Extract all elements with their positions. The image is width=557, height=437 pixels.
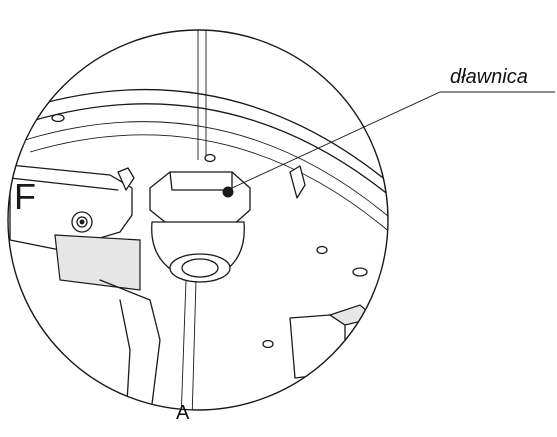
callout-label-gland: dławnica bbox=[450, 66, 528, 88]
screw-center bbox=[79, 219, 85, 225]
cable-line-left-bottom bbox=[180, 279, 187, 410]
plate-screw-5 bbox=[51, 113, 65, 123]
plate-screw-4 bbox=[352, 267, 368, 277]
bracket-tab bbox=[117, 167, 135, 191]
plate-screw-1 bbox=[204, 153, 216, 163]
detail-circle-contents bbox=[9, 30, 388, 410]
gland-hex-top-face bbox=[169, 171, 233, 191]
screw-inner-ring bbox=[76, 216, 88, 228]
detail-circle-outline bbox=[7, 29, 389, 411]
plate-screw-2 bbox=[316, 245, 328, 255]
ring-edge-inner bbox=[21, 103, 388, 223]
ring-edge-third bbox=[24, 121, 388, 241]
lower-housing-edge-inner bbox=[119, 299, 131, 410]
view-label: A bbox=[176, 402, 190, 424]
ring-edge-fourth bbox=[29, 134, 388, 253]
cable-line-right-bottom bbox=[191, 279, 197, 410]
bracket-lower-block bbox=[54, 234, 141, 291]
part-letter: F bbox=[14, 176, 36, 217]
gland-opening-inner bbox=[181, 258, 219, 278]
gland-indicator-dot bbox=[222, 186, 234, 198]
callout-leader-line bbox=[231, 91, 555, 189]
bracket-fold-line bbox=[9, 177, 119, 191]
left-bracket bbox=[9, 164, 133, 251]
lower-housing-edge bbox=[99, 279, 161, 410]
ring-notch bbox=[289, 165, 306, 199]
plate-screw-3 bbox=[262, 339, 274, 349]
gland-hex-nut bbox=[149, 171, 251, 227]
ring-edge-outer bbox=[19, 89, 388, 211]
